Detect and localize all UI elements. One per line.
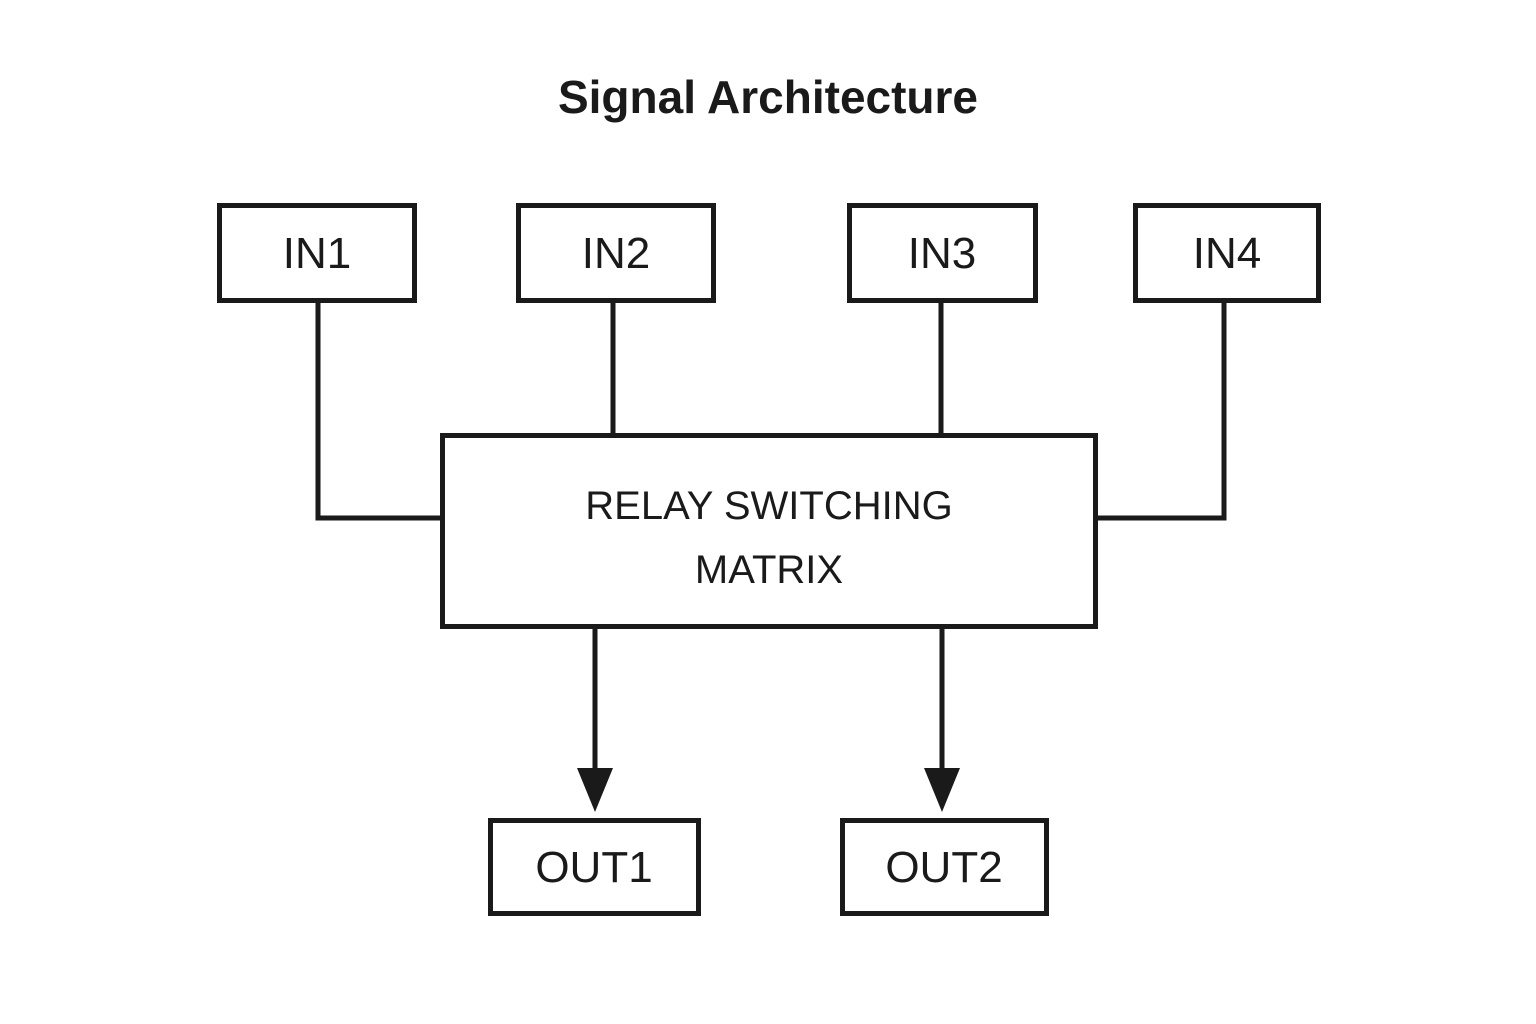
arrowhead-out2-icon <box>924 768 960 812</box>
node-out1[interactable]: OUT1 <box>488 818 701 916</box>
arrowhead-out1-icon <box>577 768 613 812</box>
node-out2[interactable]: OUT2 <box>840 818 1049 916</box>
node-in3-label: IN3 <box>908 229 976 278</box>
node-relay-matrix-label-line2: MATRIX <box>695 548 843 592</box>
node-out2-label: OUT2 <box>885 843 1002 892</box>
node-in2[interactable]: IN2 <box>516 203 716 303</box>
wire-in1-to-matrix <box>315 303 443 521</box>
node-in1-label: IN1 <box>283 229 351 278</box>
node-in4-box <box>1133 203 1321 303</box>
node-in3[interactable]: IN3 <box>847 203 1038 303</box>
node-out1-label: OUT1 <box>535 843 652 892</box>
node-in2-box <box>516 203 716 303</box>
node-in1[interactable]: IN1 <box>217 203 417 303</box>
node-out2-box <box>840 818 1049 916</box>
node-in1-box <box>217 203 417 303</box>
node-out1-box <box>488 818 701 916</box>
wire-in4-to-matrix <box>1095 303 1227 521</box>
node-in4[interactable]: IN4 <box>1133 203 1321 303</box>
node-relay-matrix-label-line1: RELAY SWITCHING <box>585 484 952 528</box>
node-in4-label: IN4 <box>1193 229 1261 278</box>
node-relay-matrix[interactable]: RELAY SWITCHING MATRIX <box>440 433 1098 629</box>
node-relay-matrix-box <box>440 433 1098 629</box>
page-title: Signal Architecture <box>558 71 978 123</box>
node-in3-box <box>847 203 1038 303</box>
node-in2-label: IN2 <box>582 229 650 278</box>
